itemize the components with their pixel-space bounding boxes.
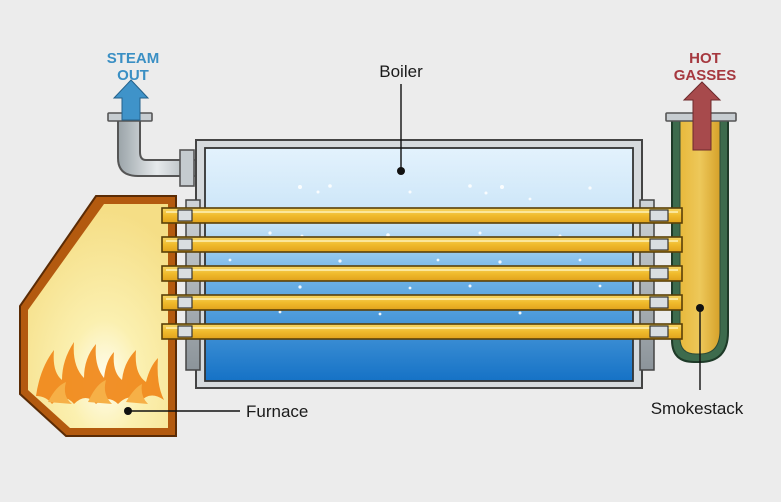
fire-icon (36, 342, 164, 404)
water-bubbles (228, 184, 602, 316)
svg-text:OUT: OUT (117, 67, 149, 84)
furnace-callout: Furnace (124, 402, 308, 421)
fire-tube (161, 207, 683, 224)
up-arrow-icon (682, 81, 722, 151)
tube-end-fitting (649, 209, 669, 222)
tube-end-fitting (177, 209, 193, 222)
tube-end-fitting (177, 238, 193, 251)
tube-end-fitting (177, 325, 193, 338)
tube-end-fitting (649, 238, 669, 251)
smokestack (665, 112, 737, 363)
smokestack-label: Smokestack (651, 399, 744, 418)
svg-text:STEAM: STEAM (107, 50, 160, 67)
tube-end-fitting (177, 296, 193, 309)
fire-tubes (161, 207, 683, 340)
tube-end-fitting (649, 296, 669, 309)
fire-tube (161, 265, 683, 282)
hot-gasses-label: HOT GASSES (674, 50, 737, 84)
steam-outlet-pipe (107, 112, 197, 187)
fire-tube (161, 323, 683, 340)
boiler-callout: Boiler (379, 62, 423, 175)
boiler-label: Boiler (379, 62, 423, 81)
up-arrow-icon (112, 79, 150, 121)
svg-text:GASSES: GASSES (674, 67, 737, 84)
svg-text:HOT: HOT (689, 50, 721, 67)
fire-tube (161, 236, 683, 253)
boiler-shell (185, 139, 655, 389)
smokestack-callout: Smokestack (651, 304, 744, 418)
steam-out-label: STEAM OUT (107, 50, 160, 84)
tube-end-fitting (177, 267, 193, 280)
fire-tube (161, 294, 683, 311)
furnace-label: Furnace (246, 402, 308, 421)
tube-end-fitting (649, 325, 669, 338)
tube-end-fitting (649, 267, 669, 280)
